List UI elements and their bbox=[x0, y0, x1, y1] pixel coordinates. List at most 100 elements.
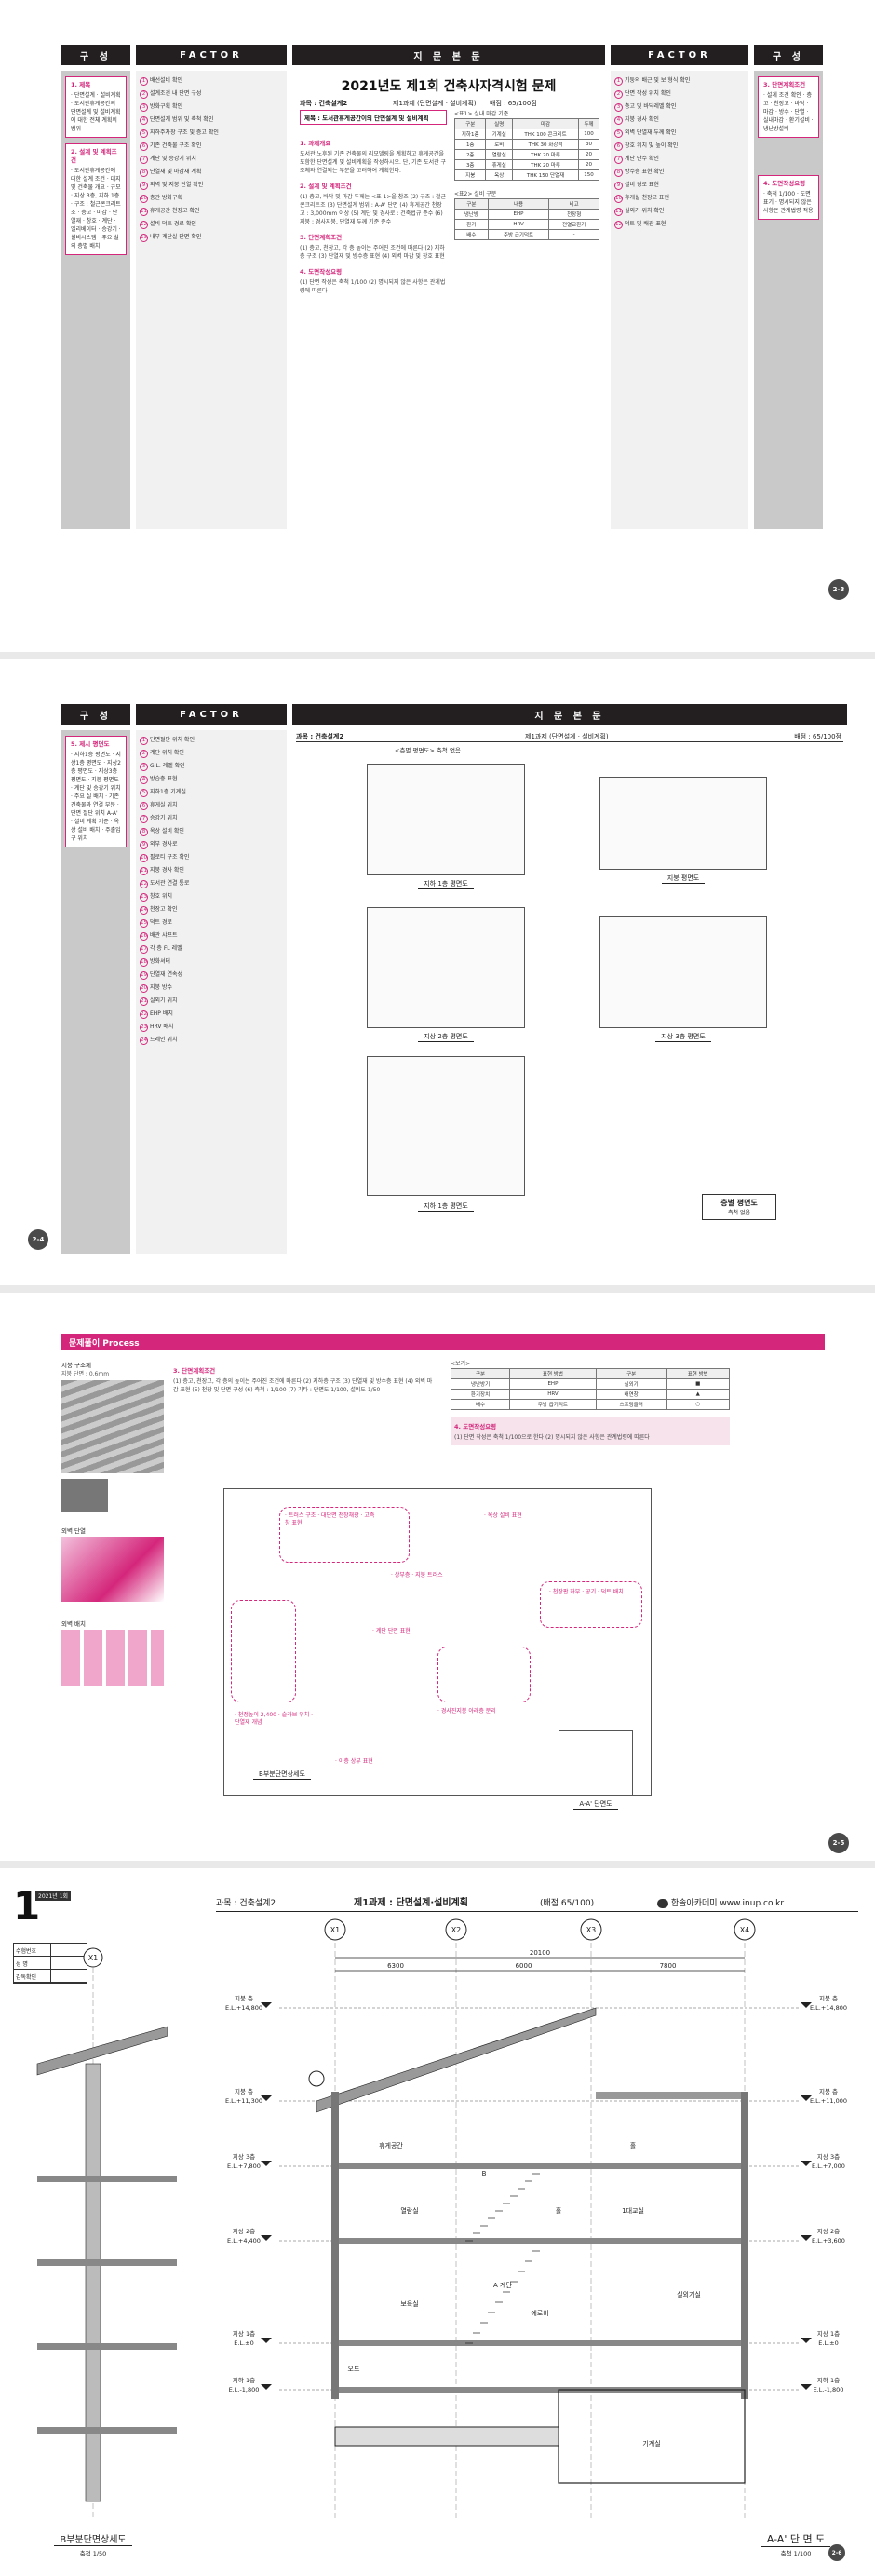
brand-label: 한솔아카데미 www.inup.co.kr bbox=[657, 1896, 784, 1908]
callout-8: · 옥상 설비 표현 bbox=[484, 1512, 559, 1520]
page-spread-2: 구 성 FACTOR 지 문 본 문 5. 제시 평면도· 지하1층 평면도 ·… bbox=[0, 659, 875, 1285]
table-cell: 배수 bbox=[450, 1399, 511, 1410]
note-text: 기둥의 배근 및 보 형식 확인 bbox=[625, 77, 691, 84]
level-elev-left: E.L.-1,800 bbox=[229, 2386, 260, 2393]
note-text: 배선설비 확인 bbox=[150, 77, 183, 84]
left-box-title: 1. 제목· 단면설계 · 설비계획 · 도서관휴게공간의 단면설계 및 설비계… bbox=[65, 76, 127, 138]
note-number-icon: 19 bbox=[140, 971, 148, 980]
page-number: 2-5 bbox=[828, 1833, 849, 1853]
room-label: 홀 bbox=[630, 2141, 637, 2149]
note-text: 방습층 표현 bbox=[150, 776, 178, 782]
divider bbox=[296, 741, 843, 742]
level-name-left: 지붕 층 bbox=[235, 1994, 253, 2002]
table-cell: 30 bbox=[578, 139, 599, 150]
plan-drawing-1 bbox=[367, 764, 525, 875]
table-cell: HRV bbox=[487, 219, 550, 230]
detail-slab bbox=[37, 2427, 177, 2434]
note-number-icon: 4 bbox=[140, 776, 148, 784]
table-cell: 지붕 bbox=[453, 169, 487, 181]
drawing-title: <층별 평면도> 축척 없음 bbox=[395, 747, 461, 754]
task-label: 제1과제 (단면설계 · 설비계획) bbox=[525, 733, 609, 740]
composition-column-left: 1. 제목· 단면설계 · 설비계획 · 도서관휴게공간의 단면설계 및 설비계… bbox=[61, 71, 130, 529]
assignment-title-box: 제목 : 도서관휴게공간이의 단면설계 및 설비계획 bbox=[300, 110, 447, 125]
score-label: (배점 65/100) bbox=[540, 1899, 595, 1908]
note-text: 층간 방화구획 bbox=[150, 195, 183, 201]
left-box-plans: 5. 제시 평면도· 지하1층 평면도 · 지상1층 평면도 · 지상2층 평면… bbox=[65, 736, 127, 847]
callout-frame-1 bbox=[279, 1507, 410, 1563]
note-text: 실외기 위치 확인 bbox=[625, 208, 665, 214]
plan-label-2: 지붕 평면도 bbox=[599, 874, 767, 884]
process-steps: 3. 단면계획조건 (1) 층고, 천장고, 각 층의 높이는 주어진 조건에 … bbox=[173, 1360, 434, 1394]
level-elev-left: E.L.+4,400 bbox=[227, 2237, 261, 2244]
year-text: 2021년 1회 bbox=[35, 1891, 72, 1901]
note-number-icon: 6 bbox=[614, 142, 623, 151]
note-text: 휴게공간 천장고 확인 bbox=[150, 208, 200, 214]
plan-drawing-2 bbox=[599, 777, 767, 870]
callout-7: · 계단 단면 표현 bbox=[372, 1628, 438, 1635]
subject-label: 과목 : 건축설계2 bbox=[216, 1899, 276, 1908]
room-label: 기계실 bbox=[642, 2439, 660, 2447]
note-text: 외부 경사로 bbox=[150, 841, 178, 847]
level-elev-left: E.L.+7,800 bbox=[227, 2162, 261, 2170]
axis-label: X3 bbox=[586, 1926, 597, 1934]
table-header: 구분 bbox=[453, 118, 487, 129]
table-cell: 스프링클러 bbox=[595, 1399, 667, 1410]
note-number-icon: 6 bbox=[140, 802, 148, 810]
note-number-icon: 8 bbox=[614, 169, 623, 177]
table1-caption: <표1> 실내 마감 기준 bbox=[454, 111, 509, 117]
note-text: 지붕 경사 확인 bbox=[625, 116, 659, 123]
table-cell: 배수 bbox=[454, 229, 489, 240]
note-number-icon: 17 bbox=[140, 945, 148, 954]
level-name-left: 지하 1층 bbox=[233, 2376, 255, 2384]
note-number-icon: 9 bbox=[614, 182, 623, 190]
note-text: 기존 건축물 구조 확인 bbox=[150, 142, 202, 149]
table-cell: 천장형 bbox=[548, 209, 599, 220]
note-number-icon: 13 bbox=[140, 893, 148, 902]
callout-2: · 천정높이 2,400 · 슬라브 위치 · 단열재 개념 bbox=[235, 1712, 318, 1727]
table-cell: THK 30 화강석 bbox=[511, 139, 580, 150]
note-text: 지하1층 기계실 bbox=[150, 789, 186, 795]
header-rule bbox=[216, 1911, 858, 1912]
note-text: 방화구획 확인 bbox=[150, 103, 183, 110]
note-text: 단면설계 범위 및 축척 확인 bbox=[150, 116, 214, 123]
note-number-icon: 1 bbox=[140, 77, 148, 86]
header-composition-right: 구 성 bbox=[754, 45, 823, 65]
note-text: 필로티 구조 확인 bbox=[150, 854, 190, 861]
note-number-icon: 13 bbox=[140, 234, 148, 242]
table-cell: 100 bbox=[578, 129, 599, 140]
exterior-wall bbox=[331, 2092, 339, 2399]
level-name-right: 지상 1층 bbox=[817, 2329, 840, 2338]
detail-slab bbox=[37, 2259, 177, 2266]
detail-slab bbox=[37, 2176, 177, 2182]
table-header: 구분 bbox=[595, 1368, 667, 1379]
room-label: 에로비 bbox=[531, 2309, 548, 2317]
note-text: 휴게실 위치 bbox=[150, 802, 178, 808]
roof-photo bbox=[61, 1479, 108, 1512]
table-cell: 기계실 bbox=[485, 129, 513, 140]
note-number-icon: 10 bbox=[140, 854, 148, 862]
legend-scale: 축척 없음 bbox=[728, 1210, 750, 1216]
section-head: 4. 도면작성요령 bbox=[300, 268, 343, 276]
note-number-icon: 4 bbox=[140, 116, 148, 125]
level-elev-right: E.L.±0 bbox=[818, 2339, 838, 2347]
plan-drawing-3 bbox=[367, 907, 525, 1028]
